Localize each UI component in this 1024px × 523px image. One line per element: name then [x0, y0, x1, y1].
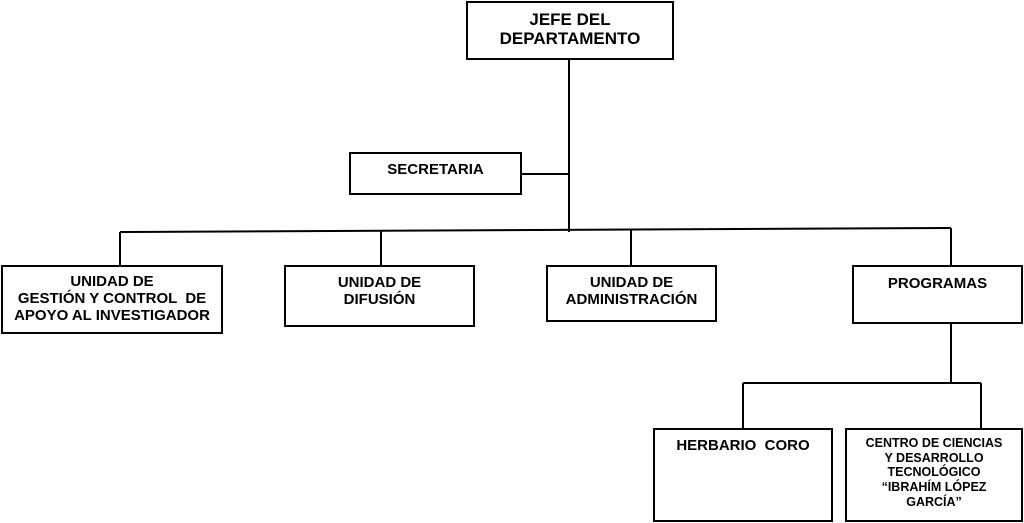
- node-label-line: SECRETARIA: [387, 161, 484, 178]
- node-programas: PROGRAMAS: [852, 265, 1023, 324]
- node-label-line: “IBRAHÍM LÓPEZ: [881, 479, 987, 494]
- node-label-line: UNIDAD DE: [337, 274, 422, 291]
- node-secretaria: SECRETARIA: [349, 152, 522, 195]
- node-label-line: DEPARTAMENTO: [499, 29, 641, 49]
- node-label-line: HERBARIO CORO: [676, 437, 810, 454]
- node-unidad-administracion: UNIDAD DE ADMINISTRACIÓN: [546, 265, 717, 322]
- node-label-line: ADMINISTRACIÓN: [565, 290, 698, 308]
- node-label-line: Y DESARROLLO: [884, 450, 984, 465]
- node-label-line: GESTIÓN Y CONTROL DE: [17, 289, 207, 307]
- node-herbario-coro: HERBARIO CORO: [653, 428, 833, 522]
- node-label-line: PROGRAMAS: [887, 275, 988, 292]
- node-label-line: UNIDAD DE: [589, 274, 674, 291]
- node-label-line: CENTRO DE CIENCIAS: [865, 436, 1003, 450]
- node-centro-ciencias: CENTRO DE CIENCIAS Y DESARROLLO TECNOLÓG…: [845, 428, 1023, 522]
- node-label-line: TECNOLÓGICO: [887, 465, 981, 480]
- node-label-line: UNIDAD DE: [70, 273, 154, 290]
- connector-units-bus: [119, 227, 952, 233]
- node-jefe-del-departamento: JEFE DEL DEPARTAMENTO: [466, 1, 674, 60]
- node-unidad-gestion-control: UNIDAD DE GESTIÓN Y CONTROL DE APOYO AL …: [1, 265, 223, 334]
- node-label-line: APOYO AL INVESTIGADOR: [14, 306, 210, 324]
- node-unidad-difusion: UNIDAD DE DIFUSIÓN: [284, 265, 475, 327]
- node-label-line: GARCÍA”: [906, 494, 962, 509]
- node-label-line: JEFE DEL: [529, 10, 611, 29]
- node-label-line: DIFUSIÓN: [343, 290, 416, 308]
